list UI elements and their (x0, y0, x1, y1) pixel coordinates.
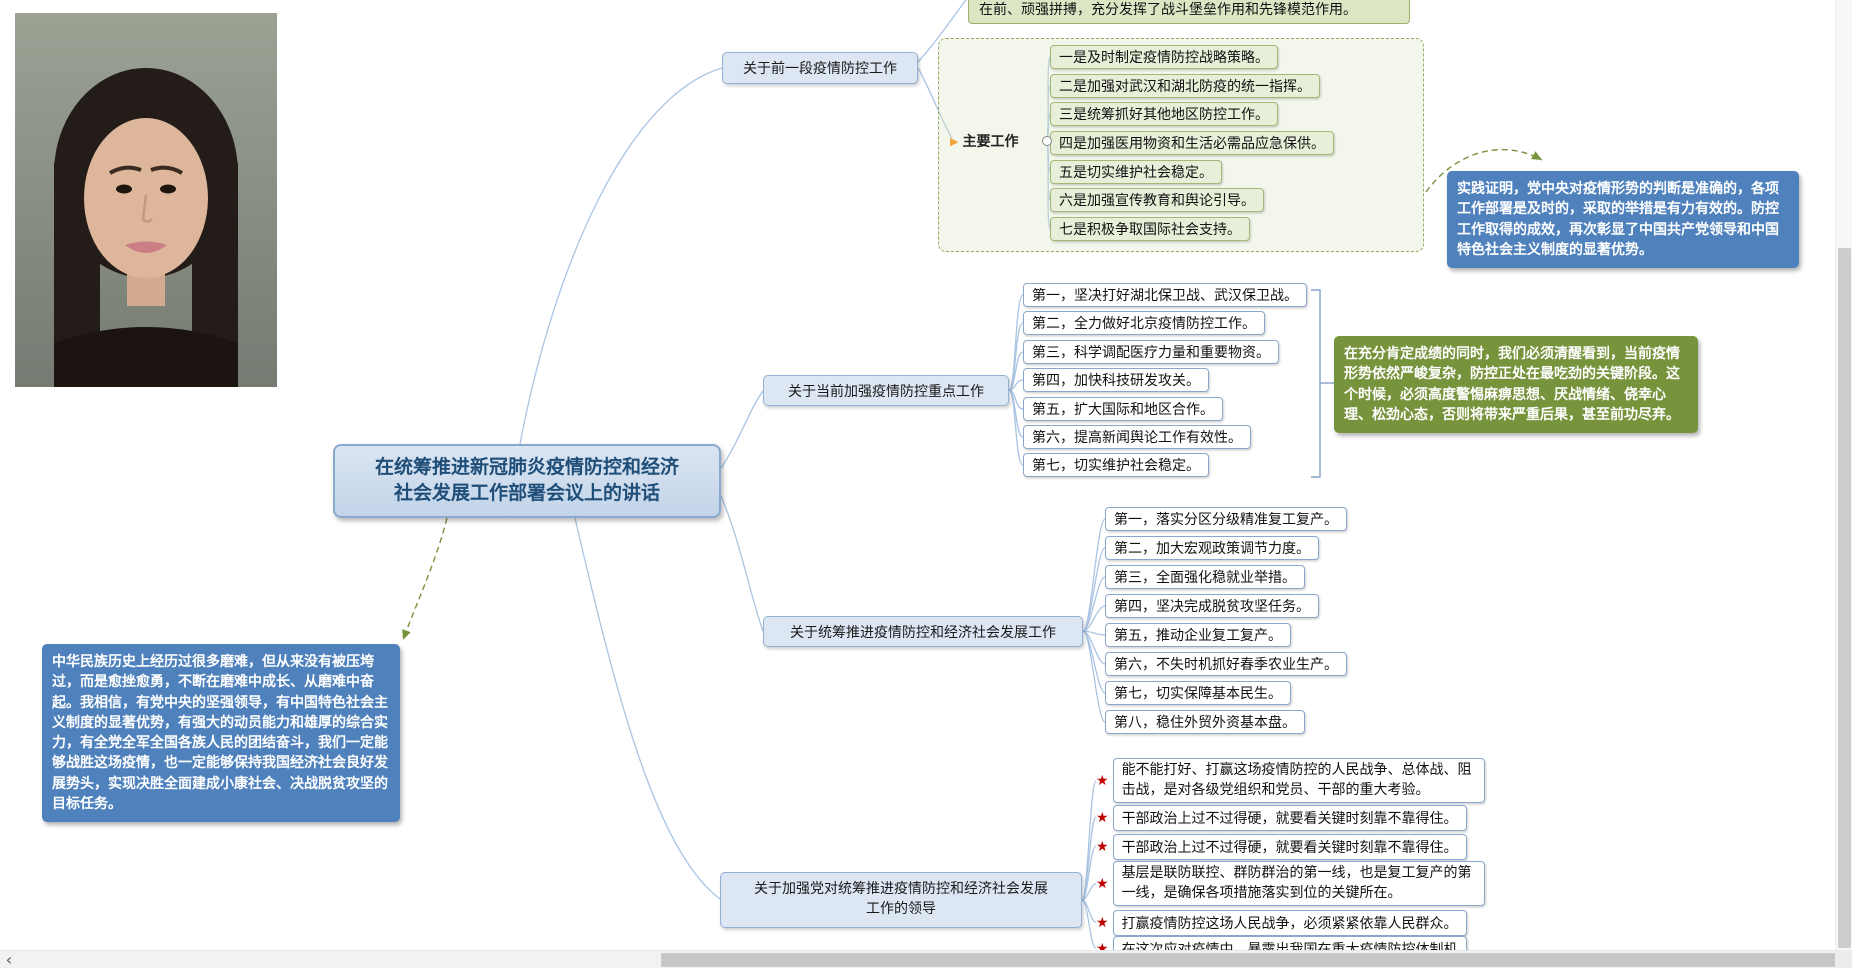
note-chinese-nation[interactable]: 中华民族历史上经历过很多磨难，但从来没有被压垮过，而是愈挫愈勇，不断在磨难中成长… (42, 644, 400, 823)
list-item[interactable]: 七是积极争取国际社会支持。 (1050, 217, 1250, 241)
vertical-scrollbar[interactable] (1835, 0, 1852, 950)
list-item[interactable]: 第一，坚决打好湖北保卫战、武汉保卫战。 (1023, 283, 1307, 307)
branch-previous-epidemic-work[interactable]: 关于前一段疫情防控工作 (722, 52, 918, 84)
horizontal-scrollbar[interactable]: ‹ (0, 950, 1835, 968)
vertical-scrollbar-thumb[interactable] (1838, 248, 1851, 948)
list-item[interactable]: 第八，稳住外贸外资基本盘。 (1105, 710, 1305, 734)
list-item-text[interactable]: 干部政治上过不过得硬，就要看关键时刻靠不靠得住。 (1112, 805, 1467, 831)
callout-practice-proved[interactable]: 实践证明，党中央对疫情形势的判断是准确的，各项工作部署是及时的，采取的举措是有力… (1447, 171, 1799, 269)
list-item[interactable]: ★ 基层是联防联控、群防群治的第一线，也是复工复产的第一线，是确保各项措施落实到… (1096, 861, 1485, 907)
clipped-note[interactable]: 在前、顽强拼搏，充分发挥了战斗堡垒作用和先锋模范作用。 (968, 0, 1410, 24)
main-work-label-text: 主要工作 (962, 134, 1019, 150)
list-item-text[interactable]: 打赢疫情防控这场人民战争，必须紧紧依靠人民群众。 (1112, 910, 1467, 936)
scrollbar-corner (1835, 950, 1852, 968)
list-item-text[interactable]: 基层是联防联控、群防群治的第一线，也是复工复产的第一线，是确保各项措施落实到位的… (1112, 861, 1485, 907)
arrow-marker-icon: ▶ (950, 134, 959, 148)
star-icon: ★ (1096, 772, 1109, 789)
list-item[interactable]: 第一，落实分区分级精准复工复产。 (1105, 507, 1347, 531)
branch-current-key-work[interactable]: 关于当前加强疫情防控重点工作 (763, 375, 1009, 406)
collapse-handle[interactable] (1042, 136, 1052, 146)
list-item[interactable]: 第六，不失时机抓好春季农业生产。 (1105, 652, 1347, 676)
list-item[interactable]: 第二，全力做好北京疫情防控工作。 (1023, 311, 1265, 335)
list-item[interactable]: 第五，推动企业复工复产。 (1105, 623, 1291, 647)
star-icon: ★ (1096, 875, 1109, 892)
list-item[interactable]: 第四，坚决完成脱贫攻坚任务。 (1105, 594, 1319, 618)
main-work-label[interactable]: ▶ 主要工作 (950, 129, 1018, 153)
list-item[interactable]: 第七，切实保障基本民生。 (1105, 681, 1291, 705)
list-item[interactable]: 第二，加大宏观政策调节力度。 (1105, 536, 1319, 560)
central-topic[interactable]: 在统筹推进新冠肺炎疫情防控和经济 社会发展工作部署会议上的讲话 (333, 444, 721, 518)
list-item[interactable]: 第四，加快科技研发攻关。 (1023, 368, 1209, 392)
list-item[interactable]: 三是统筹抓好其他地区防控工作。 (1050, 102, 1278, 126)
branch-coordinate-development[interactable]: 关于统筹推进疫情防控和经济社会发展工作 (763, 616, 1083, 647)
list-item[interactable]: ★ 能不能打好、打赢这场疫情防控的人民战争、总体战、阻击战，是对各级党组织和党员… (1096, 758, 1485, 804)
list-item[interactable]: 六是加强宣传教育和舆论引导。 (1050, 188, 1264, 212)
list-item[interactable]: 第三，科学调配医疗力量和重要物资。 (1023, 340, 1279, 364)
summary-bracket (1311, 289, 1334, 478)
branch-party-leadership[interactable]: 关于加强党对统筹推进疫情防控和经济社会发展 工作的领导 (720, 872, 1082, 928)
list-item[interactable]: ★ 打赢疫情防控这场人民战争，必须紧紧依靠人民群众。 (1096, 910, 1467, 936)
list-item[interactable]: 第五，扩大国际和地区合作。 (1023, 397, 1223, 421)
star-icon: ★ (1096, 810, 1109, 826)
scroll-left-arrow[interactable]: ‹ (5, 950, 13, 969)
webcam-photo (15, 13, 277, 387)
star-icon: ★ (1096, 839, 1109, 855)
list-item[interactable]: 五是切实维护社会稳定。 (1050, 160, 1222, 184)
list-item-text[interactable]: 能不能打好、打赢这场疫情防控的人民战争、总体战、阻击战，是对各级党组织和党员、干… (1112, 758, 1485, 804)
list-item[interactable]: 第三，全面强化稳就业举措。 (1105, 565, 1305, 589)
list-item-text[interactable]: 干部政治上过不过得硬，就要看关键时刻靠不靠得住。 (1112, 834, 1467, 860)
list-item[interactable]: 第六，提高新闻舆论工作有效性。 (1023, 425, 1251, 449)
list-item[interactable]: ★ 干部政治上过不过得硬，就要看关键时刻靠不靠得住。 (1096, 805, 1467, 831)
presenter-portrait (15, 13, 277, 387)
list-item[interactable]: 一是及时制定疫情防控战略策略。 (1050, 45, 1278, 69)
star-icon: ★ (1096, 915, 1109, 931)
horizontal-scrollbar-thumb[interactable] (661, 953, 1835, 967)
list-item[interactable]: 四是加强医用物资和生活必需品应急保供。 (1050, 131, 1334, 155)
list-item[interactable]: 第七，切实维护社会稳定。 (1023, 453, 1209, 477)
list-item[interactable]: ★ 干部政治上过不过得硬，就要看关键时刻靠不靠得住。 (1096, 834, 1467, 860)
callout-stay-sober[interactable]: 在充分肯定成绩的同时，我们必须清醒看到，当前疫情形势依然严峻复杂，防控正处在最吃… (1334, 336, 1698, 434)
list-item[interactable]: 二是加强对武汉和湖北防疫的统一指挥。 (1050, 74, 1320, 98)
